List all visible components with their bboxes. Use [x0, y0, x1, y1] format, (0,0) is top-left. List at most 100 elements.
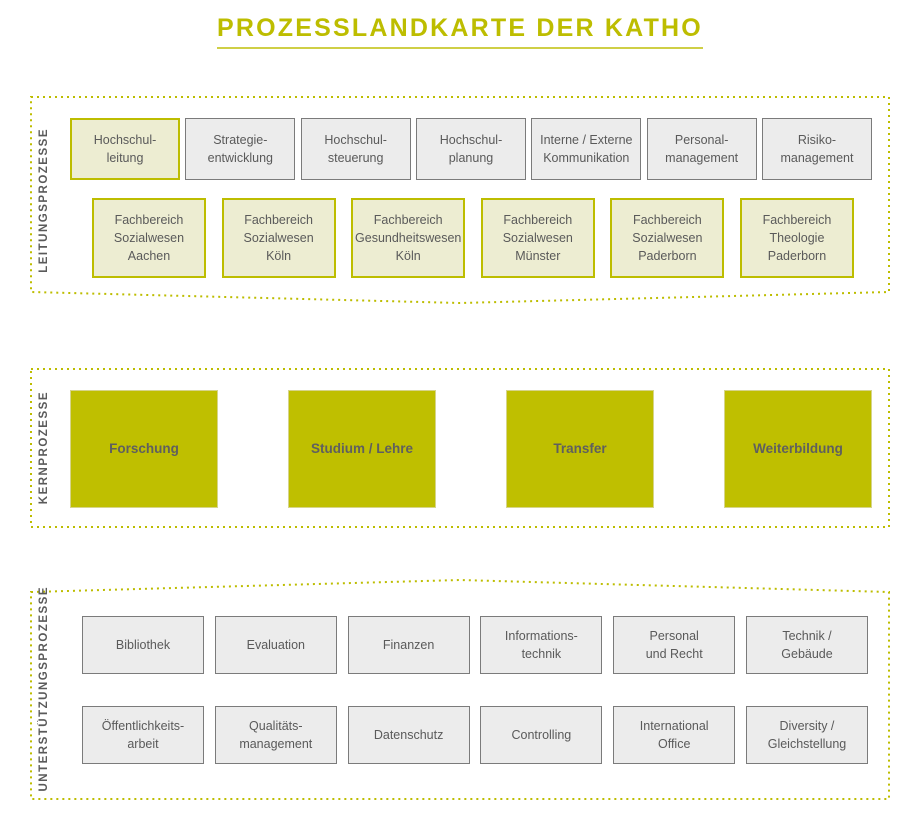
box-line: Personal-	[674, 132, 729, 147]
box-interne-externe-kommunikation[interactable]: Interne / Externe Kommunikation	[531, 118, 642, 180]
box-line: Informations-	[504, 628, 578, 643]
section-label-leitungsprozesse: LEITUNGSPROZESSE	[30, 96, 58, 304]
box-personal-und-recht[interactable]: Personal und Recht	[613, 616, 736, 674]
box-line: management	[239, 737, 313, 751]
box-line: Gebäude	[781, 647, 833, 661]
box-line: Qualitäts-	[249, 718, 303, 733]
box-line: Fachbereich	[503, 212, 573, 227]
box-fachbereich-sozialwesen-muenster[interactable]: Fachbereich Sozialwesen Münster	[480, 198, 595, 278]
box-line: und Recht	[645, 647, 703, 661]
box-line: Gesundheitswesen	[355, 230, 462, 245]
box-line: Sozialwesen	[113, 230, 185, 245]
box-hochschulplanung[interactable]: Hochschul- planung	[415, 118, 526, 180]
box-line: Köln	[266, 249, 292, 264]
box-studium-lehre[interactable]: Studium / Lehre	[288, 390, 436, 508]
box-line: Evaluation	[246, 637, 305, 652]
box-line: Fachbereich	[114, 212, 184, 227]
box-personalmanagement[interactable]: Personal- management	[646, 118, 757, 180]
section-unterstuetzungsprozesse: UNTERSTÜTZUNGSPROZESSE Bibliothek Evalua…	[30, 578, 890, 800]
box-line: Personal	[649, 628, 699, 643]
page-title: PROZESSLANDKARTE DER KATHO	[217, 14, 703, 49]
box-line: arbeit	[127, 737, 159, 751]
rows-kernprozesse: Forschung Studium / Lehre Transfer Weite…	[70, 390, 872, 508]
box-line: Münster	[515, 249, 561, 264]
box-line: Fachbereich	[244, 212, 313, 227]
box-qualitaetsmanagement[interactable]: Qualitäts- management	[214, 706, 337, 764]
box-line: technik	[521, 647, 562, 661]
box-evaluation[interactable]: Evaluation	[214, 616, 337, 674]
row-leitung-fachbereiche: Fachbereich Sozialwesen Aachen Fachberei…	[70, 198, 872, 278]
box-line: Theologie	[769, 230, 825, 245]
box-line: Controlling	[511, 727, 572, 742]
box-bibliothek[interactable]: Bibliothek	[82, 616, 204, 674]
box-line: Kommunikation	[543, 151, 630, 165]
box-line: Sozialwesen	[632, 230, 703, 245]
box-line: Aachen	[127, 249, 171, 264]
box-line: entwicklung	[207, 151, 273, 165]
box-fachbereich-sozialwesen-koeln[interactable]: Fachbereich Sozialwesen Köln	[221, 198, 336, 278]
box-strategieentwicklung[interactable]: Strategie- entwicklung	[185, 118, 296, 180]
box-diversity-gleichstellung[interactable]: Diversity / Gleichstellung	[745, 706, 868, 764]
box-line: Hochschul-	[439, 132, 503, 147]
box-line: management	[780, 151, 854, 165]
section-label-unterstuetzungsprozesse: UNTERSTÜTZUNGSPROZESSE	[30, 578, 58, 800]
box-datenschutz[interactable]: Datenschutz	[347, 706, 470, 764]
rows-unterstuetzungsprozesse: Bibliothek Evaluation Finanzen Informati…	[82, 616, 868, 764]
section-label-text: UNTERSTÜTZUNGSPROZESSE	[38, 586, 50, 792]
box-line: management	[665, 151, 739, 165]
box-line: steuerung	[327, 151, 384, 165]
box-weiterbildung[interactable]: Weiterbildung	[724, 390, 872, 508]
box-line: Finanzen	[382, 637, 435, 652]
box-line: Datenschutz	[373, 727, 444, 742]
section-kernprozesse: KERNPROZESSE Forschung Studium / Lehre T…	[30, 368, 890, 528]
box-line: International	[639, 718, 709, 733]
box-fachbereich-sozialwesen-paderborn[interactable]: Fachbereich Sozialwesen Paderborn	[610, 198, 725, 278]
row-kern: Forschung Studium / Lehre Transfer Weite…	[70, 390, 872, 508]
box-line: Strategie-	[213, 132, 268, 147]
box-line: Studium / Lehre	[310, 441, 413, 457]
box-line: Öffentlichkeits-	[101, 718, 185, 733]
box-hochschulleitung[interactable]: Hochschul- leitung	[70, 118, 180, 180]
section-label-text: KERNPROZESSE	[38, 391, 50, 505]
row-unter-top: Bibliothek Evaluation Finanzen Informati…	[82, 616, 868, 674]
box-line: Interne / Externe	[540, 132, 633, 147]
section-label-kernprozesse: KERNPROZESSE	[30, 368, 58, 528]
box-fachbereich-gesundheitswesen-koeln[interactable]: Fachbereich Gesundheitswesen Köln	[351, 198, 466, 278]
rows-leitungsprozesse: Hochschul- leitung Strategie- entwicklun…	[70, 118, 872, 278]
box-hochschulsteuerung[interactable]: Hochschul- steuerung	[300, 118, 411, 180]
box-technik-gebaeude[interactable]: Technik / Gebäude	[745, 616, 868, 674]
box-line: Hochschul-	[93, 132, 157, 147]
box-line: Office	[657, 737, 691, 751]
box-line: Köln	[395, 249, 421, 264]
box-line: Bibliothek	[115, 637, 171, 652]
box-line: Sozialwesen	[243, 230, 314, 245]
page-title-container: PROZESSLANDKARTE DER KATHO	[0, 14, 920, 49]
box-oeffentlichkeitsarbeit[interactable]: Öffentlichkeits- arbeit	[82, 706, 204, 764]
box-line: Fachbereich	[632, 212, 702, 227]
box-forschung[interactable]: Forschung	[70, 390, 218, 508]
box-line: Risiko-	[797, 132, 837, 147]
box-fachbereich-sozialwesen-aachen[interactable]: Fachbereich Sozialwesen Aachen	[92, 198, 206, 278]
box-line: Weiterbildung	[753, 441, 843, 457]
box-international-office[interactable]: International Office	[613, 706, 736, 764]
section-label-text: LEITUNGSPROZESSE	[38, 127, 50, 273]
box-risikomanagement[interactable]: Risiko- management	[761, 118, 872, 180]
section-leitungsprozesse: LEITUNGSPROZESSE Hochschul- leitung Stra…	[30, 96, 890, 305]
box-line: leitung	[106, 151, 144, 165]
box-finanzen[interactable]: Finanzen	[347, 616, 470, 674]
box-controlling[interactable]: Controlling	[480, 706, 603, 764]
box-line: Paderborn	[638, 249, 697, 264]
box-line: Technik /	[782, 628, 832, 643]
box-line: Sozialwesen	[502, 230, 573, 245]
box-line: Gleichstellung	[767, 737, 847, 751]
box-line: Forschung	[109, 441, 179, 457]
box-informationstechnik[interactable]: Informations- technik	[480, 616, 603, 674]
box-fachbereich-theologie-paderborn[interactable]: Fachbereich Theologie Paderborn	[739, 198, 854, 278]
box-line: Fachbereich	[762, 212, 832, 227]
box-line: Diversity /	[779, 718, 835, 733]
box-transfer[interactable]: Transfer	[506, 390, 654, 508]
box-line: Transfer	[553, 441, 607, 457]
box-line: Hochschul-	[324, 132, 387, 147]
box-line: planung	[448, 151, 494, 165]
